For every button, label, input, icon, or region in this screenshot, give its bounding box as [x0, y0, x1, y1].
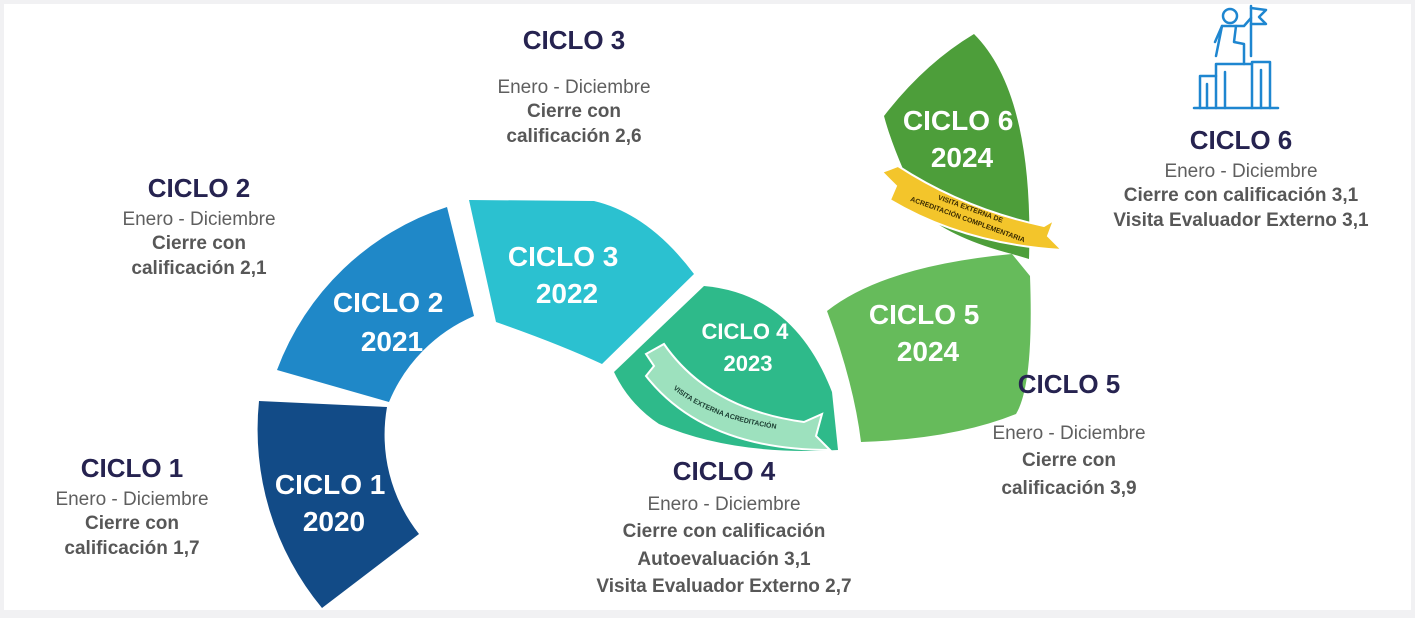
timeline-infographic: VISITA EXTERNA ACREDITACIÓN VISITA EXTER…: [4, 4, 1411, 610]
info-ciclo-5-period: Enero - Diciembre: [992, 422, 1146, 444]
info-ciclo-2-result-line: Cierre con: [152, 233, 246, 255]
info-ciclo-1-result-line: calificación 1,7: [64, 538, 200, 560]
info-ciclo-1-period: Enero - Diciembre: [55, 488, 209, 510]
info-ciclo-4-result-line: Cierre con calificación: [622, 521, 826, 543]
segment-ciclo-6-label: CICLO 6 2024: [903, 105, 1021, 173]
info-ciclo-3-period: Enero - Diciembre: [497, 76, 651, 98]
info-ciclo-6-result-line: Visita Evaluador Externo 3,1: [1113, 210, 1369, 232]
person-on-podium-with-flag-icon: [1192, 4, 1280, 110]
info-ciclo-1-result-line: Cierre con: [85, 513, 179, 535]
segment-ciclo-5-label: CICLO 5 2024: [869, 299, 987, 367]
info-ciclo-6: CICLO 6 Enero - Diciembre Cierre con cal…: [1071, 124, 1411, 234]
segment-ciclo-4: [614, 286, 838, 451]
info-ciclo-4-period: Enero - Diciembre: [647, 493, 801, 515]
info-ciclo-1-title: CICLO 1: [80, 453, 184, 483]
info-ciclo-4: CICLO 4 Enero - Diciembre Cierre con cal…: [539, 453, 909, 601]
segment-ciclo-1: [257, 401, 419, 608]
info-ciclo-4-result-line: Autoevaluación 3,1: [637, 548, 811, 570]
segment-ciclo-3: [469, 200, 694, 364]
info-ciclo-5-title: CICLO 5: [1017, 369, 1121, 399]
info-ciclo-6-result-line: Cierre con calificación 3,1: [1123, 185, 1359, 207]
info-ciclo-4-title: CICLO 4: [672, 456, 776, 486]
info-ciclo-6-period: Enero - Diciembre: [1164, 160, 1318, 182]
segment-ciclo-2-label: CICLO 2 2021: [333, 287, 451, 357]
segment-ciclo-2: [277, 207, 474, 402]
info-ciclo-2: CICLO 2 Enero - Diciembre Cierre con cal…: [89, 172, 309, 282]
info-ciclo-3-title: CICLO 3: [522, 25, 626, 55]
snake-diagram: VISITA EXTERNA ACREDITACIÓN VISITA EXTER…: [257, 4, 1280, 608]
segment-ciclo-1-label: CICLO 1 2020: [275, 469, 393, 537]
info-ciclo-2-result-line: calificación 2,1: [131, 258, 267, 280]
info-ciclo-5: CICLO 5 Enero - Diciembre Cierre con cal…: [959, 366, 1179, 502]
info-ciclo-5-result-line: calificación 3,9: [1001, 477, 1137, 499]
info-ciclo-4-result-line: Visita Evaluador Externo 2,7: [596, 576, 852, 598]
info-ciclo-1: CICLO 1 Enero - Diciembre Cierre con cal…: [22, 452, 242, 562]
segment-ciclo-3-label: CICLO 3 2022: [508, 241, 626, 309]
segment-ciclo-5: [827, 254, 1031, 442]
info-ciclo-6-title: CICLO 6: [1189, 125, 1293, 155]
info-ciclo-3: CICLO 3 Enero - Diciembre Cierre con cal…: [464, 24, 684, 150]
info-ciclo-3-result-line: calificación 2,6: [506, 126, 642, 148]
info-ciclo-2-period: Enero - Diciembre: [122, 208, 276, 230]
info-ciclo-2-title: CICLO 2: [147, 173, 251, 203]
info-ciclo-5-result-line: Cierre con: [1022, 450, 1116, 472]
segment-ciclo-4-label: CICLO 4 2023: [702, 319, 795, 376]
info-ciclo-3-result-line: Cierre con: [527, 101, 621, 123]
